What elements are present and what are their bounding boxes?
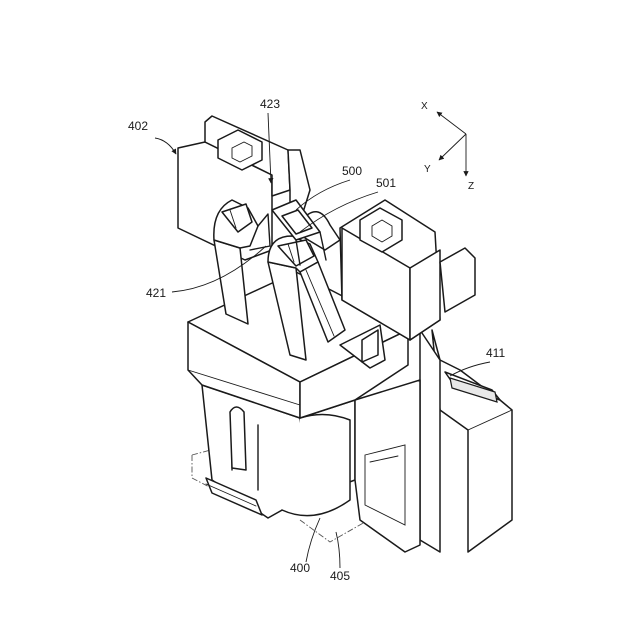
- label-501: 501: [376, 176, 396, 190]
- leader-402: [155, 138, 176, 154]
- x-axis-arrow: [437, 112, 466, 134]
- label-400: 400: [290, 561, 310, 575]
- y-axis-label: Y: [424, 164, 431, 175]
- label-500: 500: [342, 164, 362, 178]
- rail-member-411: [420, 330, 512, 552]
- label-411: 411: [486, 346, 505, 360]
- y-axis-arrow: [439, 134, 466, 160]
- back-wall-402: [178, 116, 340, 260]
- label-402: 402: [128, 119, 148, 133]
- label-423: 423: [260, 97, 280, 111]
- coordinate-axes: X Y Z: [421, 101, 474, 192]
- leader-400: [306, 518, 320, 562]
- label-421: 421: [146, 286, 166, 300]
- z-axis-label: Z: [468, 181, 474, 192]
- x-axis-label: X: [421, 101, 428, 112]
- label-405: 405: [330, 569, 350, 583]
